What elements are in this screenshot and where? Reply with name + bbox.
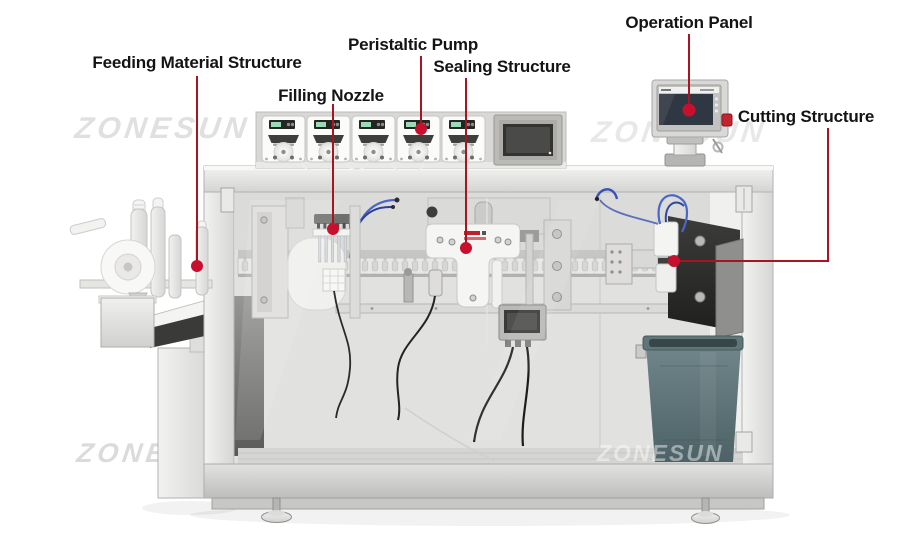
operation-panel bbox=[651, 79, 733, 167]
callout-dot-filling bbox=[327, 223, 339, 235]
coder-device bbox=[404, 304, 547, 462]
callout-dot-sealing bbox=[460, 242, 472, 254]
peristaltic-pump-1 bbox=[261, 115, 306, 163]
pump-console bbox=[255, 111, 567, 175]
mid-fittings bbox=[396, 219, 572, 421]
label-cutting-structure: Cutting Structure bbox=[737, 107, 875, 126]
console-touchscreen bbox=[493, 114, 563, 166]
callout-line-cutting bbox=[680, 128, 829, 262]
label-peristaltic-pump: Peristaltic Pump bbox=[347, 35, 479, 54]
emergency-button bbox=[721, 113, 733, 127]
glass-reflections bbox=[235, 200, 600, 440]
cutting-station bbox=[594, 188, 744, 339]
peristaltic-pump-2 bbox=[306, 115, 351, 163]
callout-dot-feeding bbox=[191, 260, 203, 272]
callout-dot-cutting bbox=[668, 255, 680, 267]
label-operation-panel: Operation Panel bbox=[625, 13, 753, 32]
label-filling-nozzle: Filling Nozzle bbox=[278, 86, 384, 105]
sealing-logo bbox=[464, 231, 486, 240]
leveling-feet bbox=[261, 497, 720, 524]
callout-dot-operation bbox=[682, 103, 696, 117]
label-feeding-material-structure: Feeding Material Structure bbox=[92, 53, 302, 72]
peristaltic-pump-4 bbox=[396, 115, 441, 163]
callout-dot-peristaltic bbox=[415, 123, 427, 135]
peristaltic-pump-3 bbox=[351, 115, 396, 163]
watermark-on-base: ZONESUN bbox=[596, 440, 723, 466]
callouts bbox=[191, 34, 829, 272]
waste-bin bbox=[635, 335, 744, 462]
label-sealing-structure: Sealing Structure bbox=[433, 57, 571, 76]
feeding-structure bbox=[69, 197, 213, 348]
sealing-station bbox=[425, 197, 551, 345]
indexing-mechanism bbox=[251, 197, 305, 319]
peristaltic-pump-5 bbox=[441, 115, 486, 163]
